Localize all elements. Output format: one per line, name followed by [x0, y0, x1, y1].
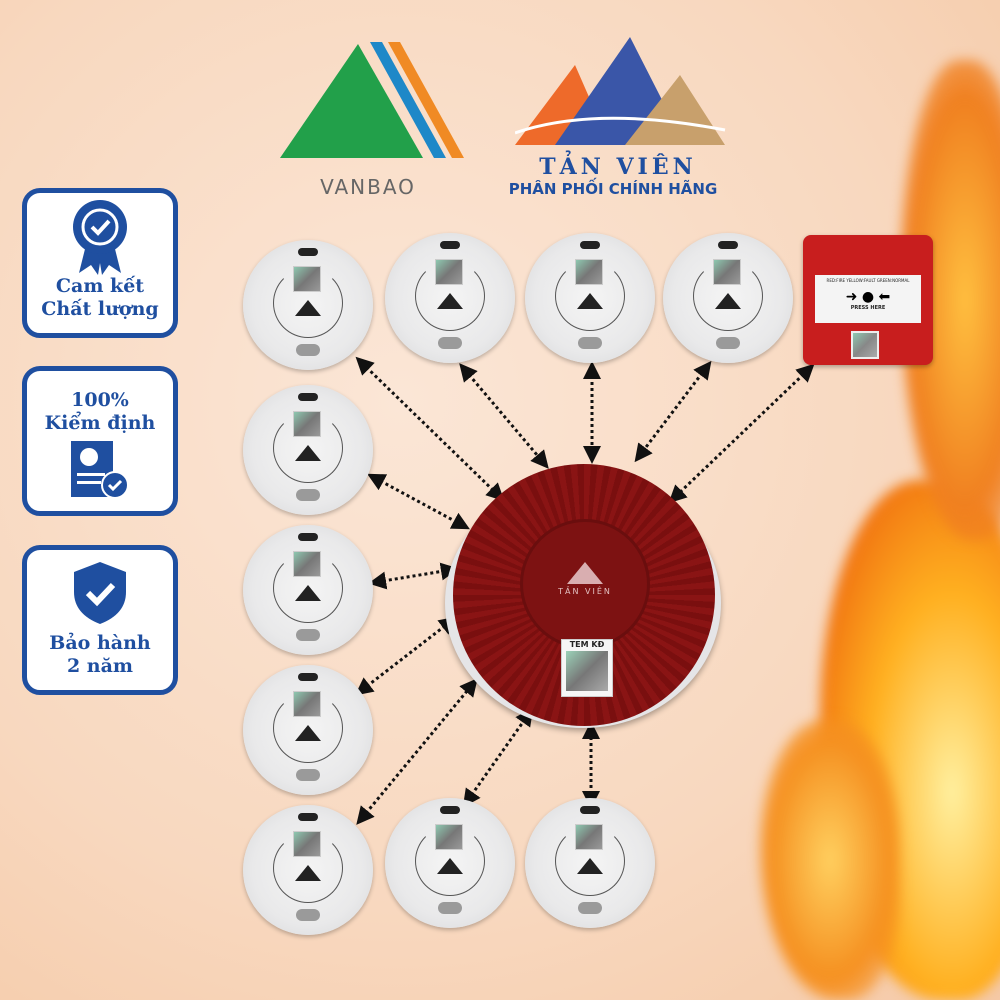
arrows-button-icon: ➜ ● ⬅	[845, 289, 891, 305]
badge-line2: 2 năm	[66, 655, 134, 677]
badge-line2: Chất lượng	[41, 298, 159, 320]
tanvien-tagline: PHÂN PHỐI CHÍNH HÃNG	[508, 180, 718, 198]
badge-line2: Kiểm định	[44, 412, 156, 434]
arrow	[634, 360, 712, 463]
shield-check-icon	[74, 562, 126, 624]
badge-line1: 100%	[71, 389, 129, 411]
tanvien-name: TẢN VIÊN	[539, 154, 697, 180]
certificate-document-icon	[71, 441, 129, 499]
smoke-detector	[243, 385, 373, 515]
vanbao-wordmark: VANBAO	[320, 175, 416, 199]
call-point-status-text: RED:FIRE YELLOW:FAULT GREEN:NORMAL	[826, 278, 910, 283]
arrow	[368, 562, 459, 590]
arrow	[356, 678, 478, 825]
siren-logo-icon	[567, 562, 603, 584]
smoke-detector	[243, 240, 373, 370]
smoke-detector	[385, 233, 515, 363]
arrow	[668, 363, 815, 504]
call-point-window: RED:FIRE YELLOW:FAULT GREEN:NORMAL ➜ ● ⬅…	[815, 275, 921, 323]
quality-commitment-badge: Cam kết Chất lượng	[22, 188, 178, 338]
smoke-detector	[663, 233, 793, 363]
fire-alarm-siren: TẢN VIÊN TEM KĐ	[445, 464, 721, 728]
badge-line1: Bảo hành	[49, 632, 151, 654]
smoke-detector	[243, 525, 373, 655]
warranty-badge: Bảo hành 2 năm	[22, 545, 178, 695]
arrow	[355, 356, 505, 502]
tanvien-logo: TẢN VIÊN PHÂN PHỐI CHÍNH HÃNG	[495, 35, 735, 200]
smoke-detector	[243, 805, 373, 935]
siren-brand: TẢN VIÊN	[558, 587, 612, 596]
press-here-label: PRESS HERE	[850, 305, 886, 311]
siren-sticker: TEM KĐ	[561, 639, 613, 697]
smoke-detector	[525, 233, 655, 363]
arrow	[462, 707, 534, 808]
smoke-detector	[243, 665, 373, 795]
smoke-detector	[525, 798, 655, 928]
award-ribbon-icon	[73, 200, 127, 275]
arrow	[367, 473, 470, 530]
arrow	[354, 616, 458, 696]
badge-line1: Cam kết	[55, 275, 145, 297]
inspection-badge: 100% Kiểm định	[22, 366, 178, 516]
manual-call-point: RED:FIRE YELLOW:FAULT GREEN:NORMAL ➜ ● ⬅…	[803, 235, 933, 365]
vanbao-logo: VANBAO	[278, 38, 468, 199]
smoke-detector	[385, 798, 515, 928]
inspection-sticker	[851, 331, 879, 359]
arrow	[459, 363, 549, 469]
